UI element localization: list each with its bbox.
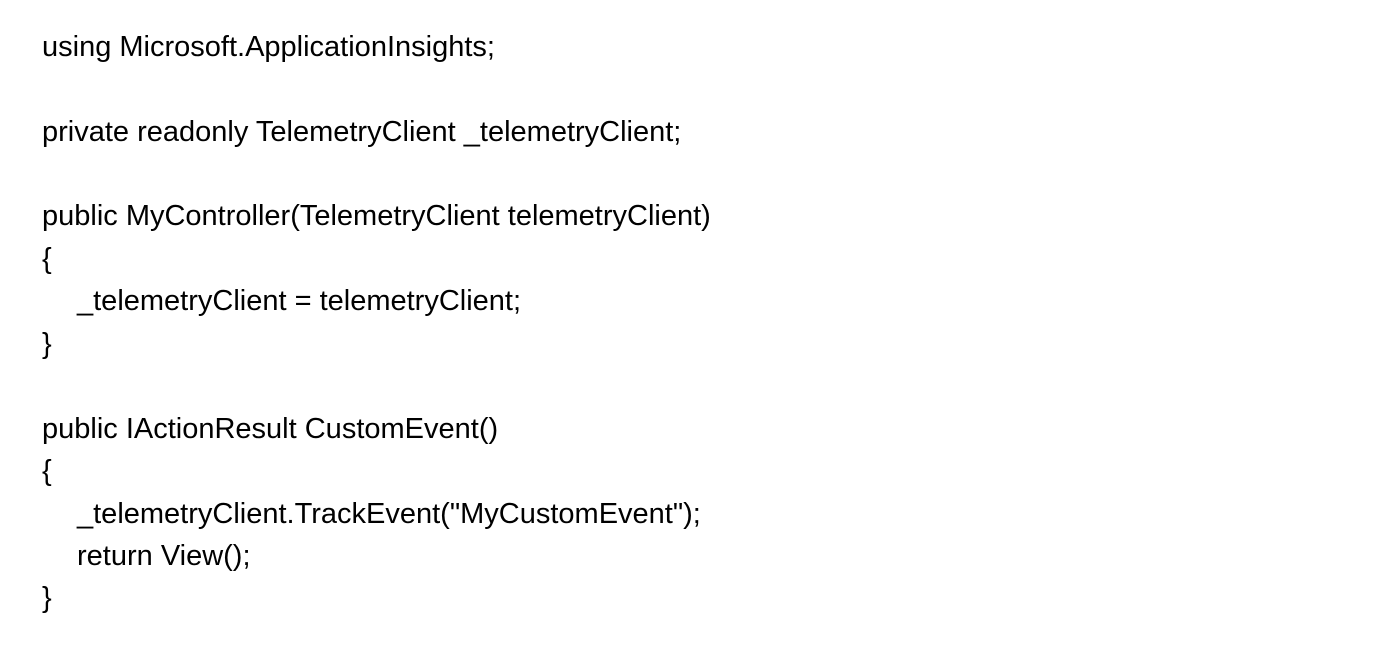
code-line-close-brace: } bbox=[42, 582, 52, 614]
code-line-method-signature: public IActionResult CustomEvent() bbox=[42, 413, 499, 445]
code-line-open-brace: { bbox=[42, 455, 52, 487]
code-line-assignment: _telemetryClient = telemetryClient; bbox=[77, 285, 522, 317]
code-line-using: using Microsoft.ApplicationInsights; bbox=[42, 31, 495, 63]
code-line-constructor-signature: public MyController(TelemetryClient tele… bbox=[42, 200, 711, 232]
code-line-field-declaration: private readonly TelemetryClient _teleme… bbox=[42, 116, 682, 148]
code-line-close-brace: } bbox=[42, 328, 52, 360]
code-line-return: return View(); bbox=[77, 540, 251, 572]
code-line-track-event: _telemetryClient.TrackEvent("MyCustomEve… bbox=[77, 498, 701, 530]
code-line-open-brace: { bbox=[42, 243, 52, 275]
